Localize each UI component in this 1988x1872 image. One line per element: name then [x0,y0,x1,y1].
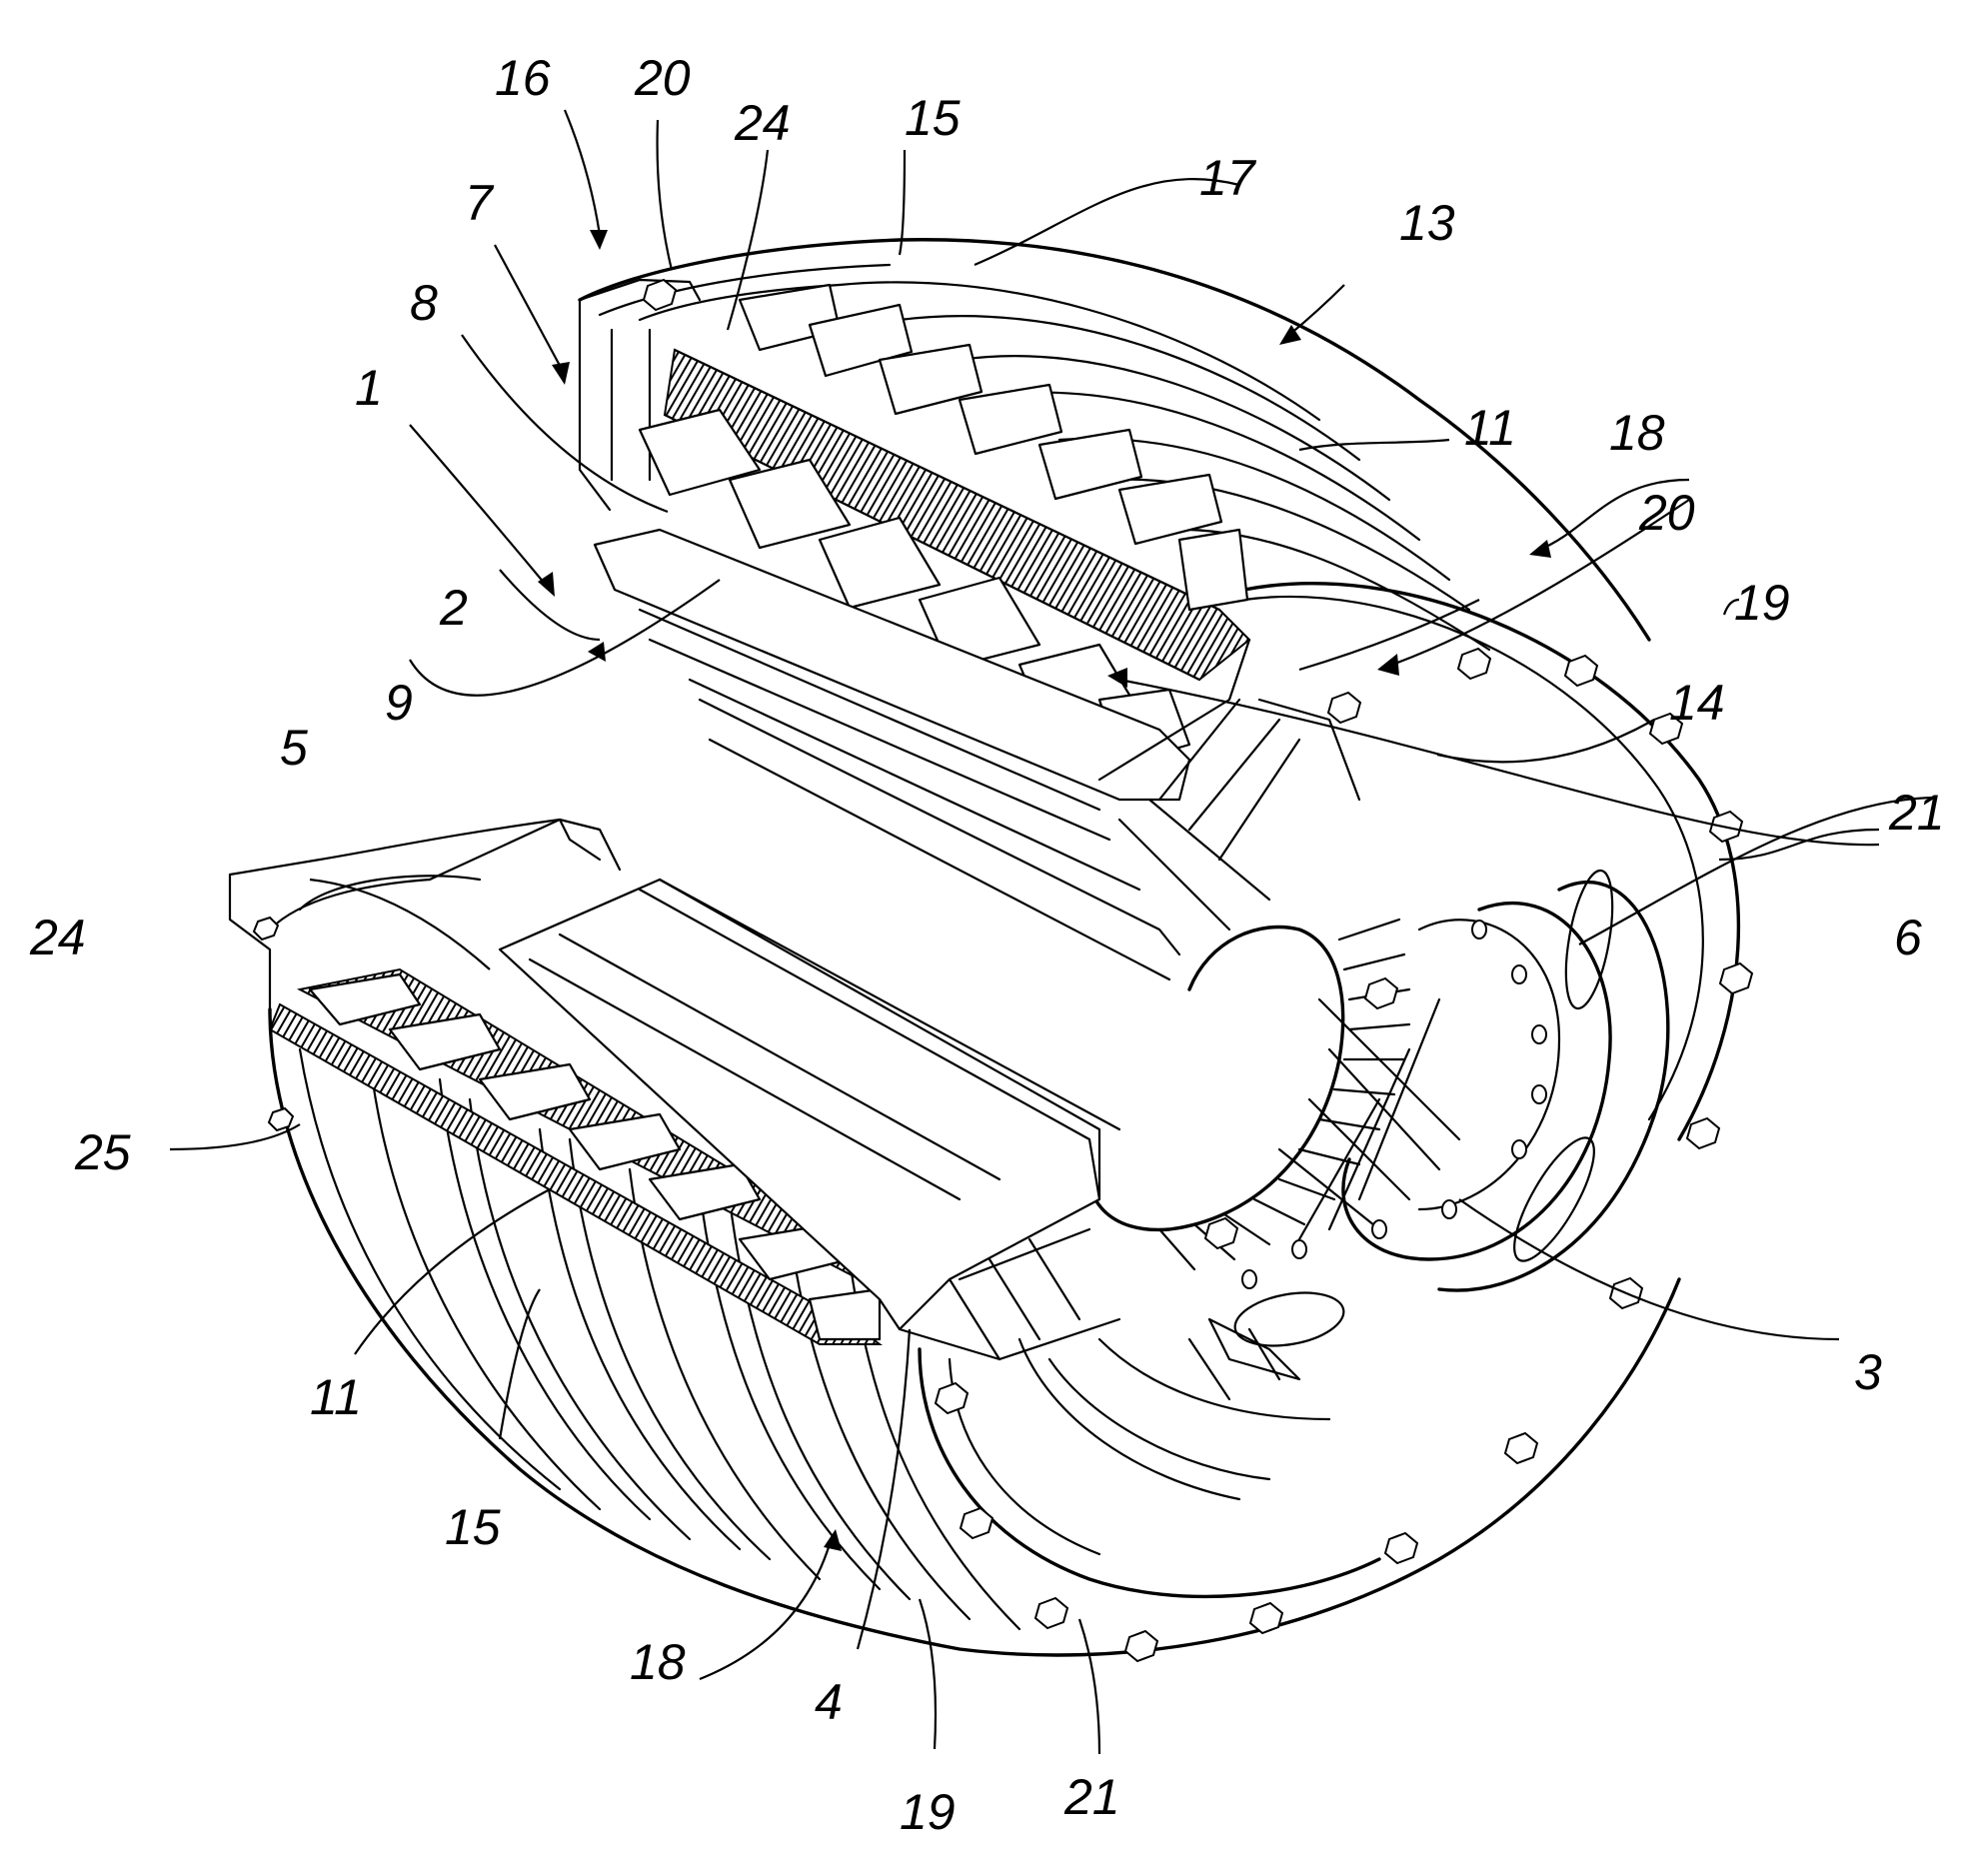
ref-label-15-bottom: 15 [445,1499,501,1555]
ref-label-11-top: 11 [1464,400,1516,456]
ref-label-18-bottom: 18 [630,1634,686,1690]
ref-label-19-top: 19 [1734,575,1790,631]
ref-label-7: 7 [465,175,495,231]
ref-label-14: 14 [1669,675,1725,731]
ref-label-11-bottom: 11 [310,1369,362,1425]
ref-label-24-top: 24 [734,95,791,151]
ref-label-20-right: 20 [1638,485,1695,541]
reference-numerals: 16 20 24 15 17 13 7 8 1 11 18 20 19 2 9 … [29,50,1945,1840]
ref-label-18-top: 18 [1609,405,1665,461]
flange-bolts [254,280,1752,1661]
ref-label-25: 25 [74,1124,131,1180]
ref-label-2: 2 [439,580,468,636]
ref-label-20-top: 20 [634,50,691,106]
ref-label-19-bottom: 19 [900,1784,956,1840]
ref-label-4: 4 [815,1674,843,1730]
ref-label-5: 5 [280,720,308,776]
ref-label-6: 6 [1894,910,1922,965]
ref-label-24-left: 24 [29,910,86,965]
end-flange [1189,868,1668,1399]
ref-label-16: 16 [495,50,551,106]
ref-label-1: 1 [355,360,383,416]
rotor-hub [1087,920,1459,1269]
ref-label-21-bottom: 21 [1063,1769,1120,1825]
ref-label-9: 9 [385,675,413,731]
ref-label-17: 17 [1199,150,1257,206]
ref-label-15-top: 15 [905,90,961,146]
ref-label-8: 8 [410,275,438,331]
ref-label-21-top: 21 [1888,785,1945,841]
ref-label-13: 13 [1399,195,1455,251]
ref-label-3: 3 [1854,1344,1882,1400]
